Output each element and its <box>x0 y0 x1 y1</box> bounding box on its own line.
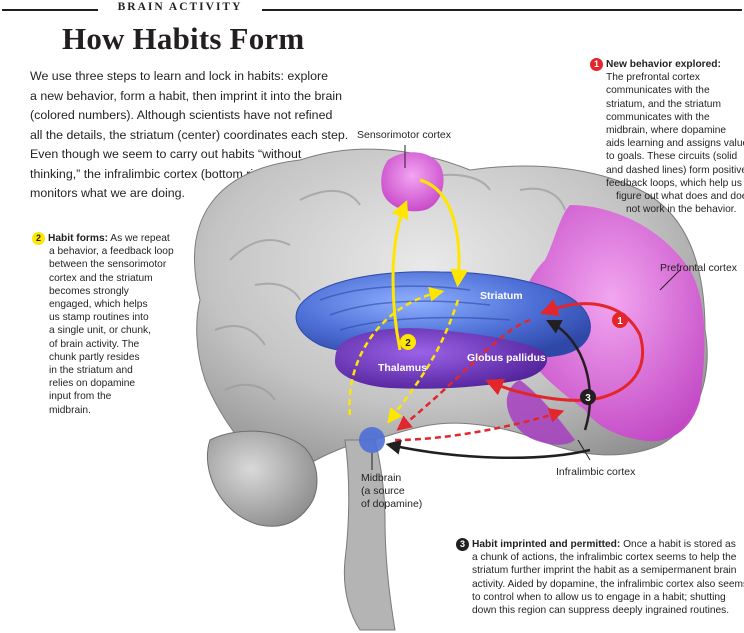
label-prefrontal-cortex: Prefrontal cortex <box>660 262 737 275</box>
step-two-line: a behavior, a feedback loop <box>32 245 192 258</box>
step-three-line: activity. Aided by dopamine, the infrali… <box>456 578 741 591</box>
step-one-line: figure out what does and does <box>590 190 740 203</box>
step-one-badge: 1 <box>590 58 603 71</box>
step-one-line: and dashed lines) form positive <box>590 164 740 177</box>
label-infralimbic-cortex: Infralimbic cortex <box>556 466 635 479</box>
sensorimotor-cortex <box>381 152 443 211</box>
marker-one-number: 1 <box>617 316 623 327</box>
step-one-line: communicates with the <box>590 111 740 124</box>
step-one-line: communicates with the <box>590 84 740 97</box>
cerebellum <box>207 431 317 526</box>
step-one-heading: New behavior explored: <box>606 59 721 70</box>
marker-three: 3 <box>580 389 596 405</box>
step-three-line: a chunk of actions, the infralimbic cort… <box>456 551 741 564</box>
step-two-line: of brain activity. The <box>32 338 192 351</box>
step-three-heading: Habit imprinted and permitted: <box>472 539 620 550</box>
label-sensorimotor-cortex: Sensorimotor cortex <box>357 129 451 142</box>
step-two-line: chunk partly resides <box>32 351 192 364</box>
step-two-line: a single unit, or chunk, <box>32 324 192 337</box>
step-three-line: to control when to allow us to engage in… <box>456 591 741 604</box>
label-midbrain-line: (a source <box>361 485 422 498</box>
step-two-line: input from the <box>32 390 192 403</box>
step-two-line: relies on dopamine <box>32 377 192 390</box>
step-two-line: cortex and the striatum <box>32 272 192 285</box>
step-two-line: midbrain. <box>32 404 192 417</box>
step-two-line: us stamp routines into <box>32 311 192 324</box>
step-one-line: The prefrontal cortex <box>590 71 740 84</box>
step-three-line: down this region can suppress deeply ing… <box>456 604 741 617</box>
label-midbrain: Midbrain (a source of dopamine) <box>361 472 422 511</box>
step-one-line: feedback loops, which help us <box>590 177 740 190</box>
step-two-line: between the sensorimotor <box>32 258 192 271</box>
step-three-line: striatum further imprint the habit as a … <box>456 564 741 577</box>
label-thalamus: Thalamus <box>378 362 427 375</box>
step-two-first: As we repeat <box>108 233 170 244</box>
step-two-line: in the striatum and <box>32 364 192 377</box>
label-striatum: Striatum <box>480 290 523 303</box>
step-one-line: to goals. These circuits (solid <box>590 150 740 163</box>
brainstem <box>344 440 395 630</box>
step-two-badge: 2 <box>32 232 45 245</box>
label-midbrain-line: Midbrain <box>361 472 422 485</box>
step-one-line: not work in the behavior. <box>590 203 740 216</box>
step-one-line: midbrain, where dopamine <box>590 124 740 137</box>
label-midbrain-line: of dopamine) <box>361 498 422 511</box>
step-two-line: becomes strongly <box>32 285 192 298</box>
step-one-line: aids learning and assigns value <box>590 137 740 150</box>
marker-one: 1 <box>612 312 628 328</box>
step-three-badge: 3 <box>456 538 469 551</box>
marker-three-number: 3 <box>585 393 591 404</box>
step-two-line: engaged, which helps <box>32 298 192 311</box>
midbrain <box>359 427 385 453</box>
step-one-line: striatum, and the striatum <box>590 98 740 111</box>
step-three-first: Once a habit is stored as <box>620 539 736 550</box>
label-globus-pallidus: Globus pallidus <box>467 352 546 365</box>
marker-two: 2 <box>400 334 416 350</box>
step-two-heading: Habit forms: <box>48 233 108 244</box>
marker-two-number: 2 <box>405 338 411 349</box>
